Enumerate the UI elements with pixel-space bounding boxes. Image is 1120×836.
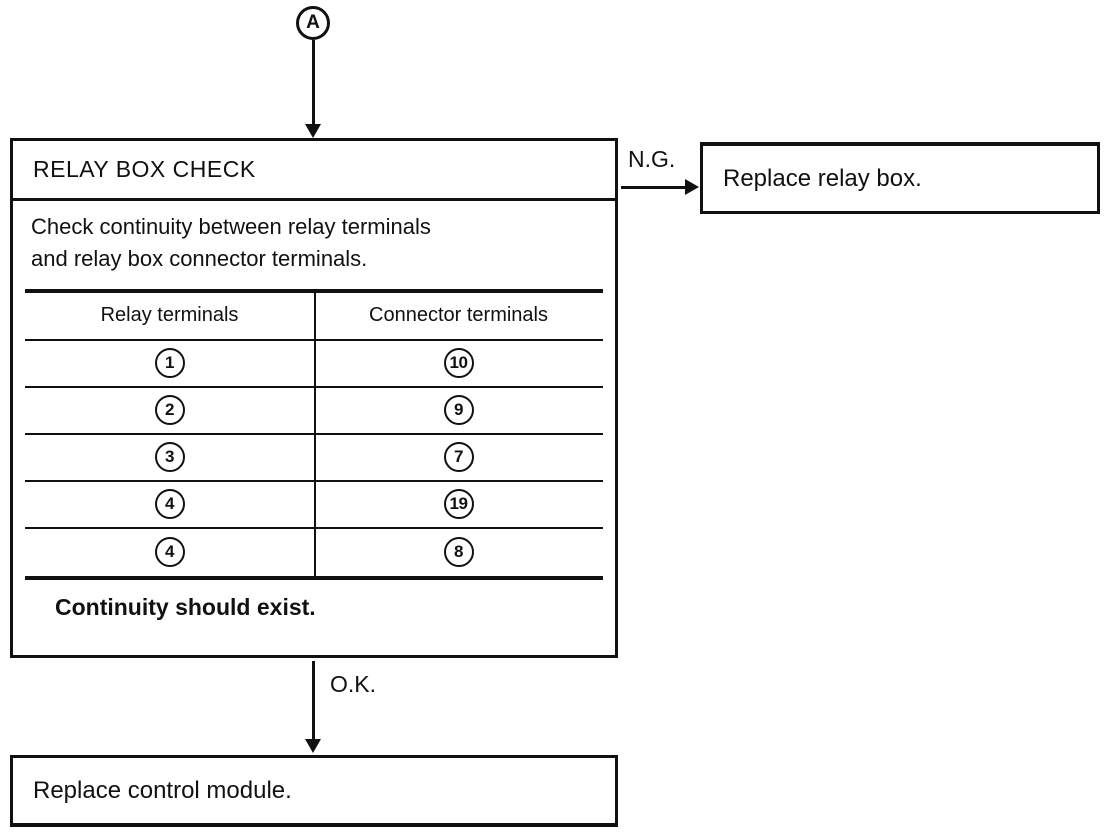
ng-label: N.G. (628, 146, 676, 173)
circled-number: 10 (443, 348, 474, 379)
relay-terminal-cell: 4 (25, 482, 314, 527)
circled-number: 3 (154, 442, 185, 473)
replace-relay-box-text: Replace relay box. (723, 164, 922, 192)
node-title: RELAY BOX CHECK (13, 141, 615, 201)
connector-a-circle: A (296, 6, 330, 40)
circled-number: 4 (154, 489, 185, 520)
table-row: 4 8 (25, 529, 603, 576)
circled-number: 9 (443, 395, 474, 426)
circled-number: 1 (154, 348, 185, 379)
arrow-line-ng (621, 186, 687, 189)
node-description-line2: and relay box connector terminals. (31, 245, 368, 271)
relay-terminal-cell: 3 (25, 435, 314, 480)
arrowhead-ok (305, 739, 321, 753)
arrowhead-ng (685, 179, 699, 195)
connector-a-label: A (306, 12, 320, 33)
connector-terminal-cell: 7 (314, 435, 603, 480)
relay-terminal-cell: 2 (25, 388, 314, 433)
ok-label: O.K. (330, 671, 377, 698)
replace-control-module-text: Replace control module. (33, 776, 292, 804)
circled-number: 7 (443, 442, 474, 473)
arrow-line-ok (312, 661, 315, 741)
relay-box-check-node: RELAY BOX CHECK Check continuity between… (10, 138, 618, 658)
relay-terminal-cell: 4 (25, 529, 314, 576)
arrow-line-a-to-main (312, 40, 315, 126)
continuity-note: Continuity should exist. (55, 593, 316, 620)
circled-number: 8 (443, 537, 474, 568)
arrowhead-a-to-main (305, 124, 321, 138)
continuity-table: Relay terminals Connector terminals 1 10… (25, 288, 603, 580)
relay-terminal-cell: 1 (25, 341, 314, 386)
circled-number: 2 (154, 395, 185, 426)
replace-relay-box-node: Replace relay box. (700, 142, 1100, 214)
connector-terminal-cell: 8 (314, 529, 603, 576)
table-column-divider (314, 292, 316, 576)
circled-number: 4 (154, 537, 185, 568)
connector-terminal-cell: 19 (314, 482, 603, 527)
circled-number: 19 (443, 489, 474, 520)
node-description: Check continuity between relay terminals… (13, 201, 615, 281)
connector-terminal-cell: 10 (314, 341, 603, 386)
table-header-connector: Connector terminals (369, 304, 548, 327)
replace-control-module-node: Replace control module. (10, 755, 618, 827)
node-description-line1: Check continuity between relay terminals (31, 214, 431, 239)
connector-terminal-cell: 9 (314, 388, 603, 433)
table-header-relay: Relay terminals (100, 304, 239, 327)
